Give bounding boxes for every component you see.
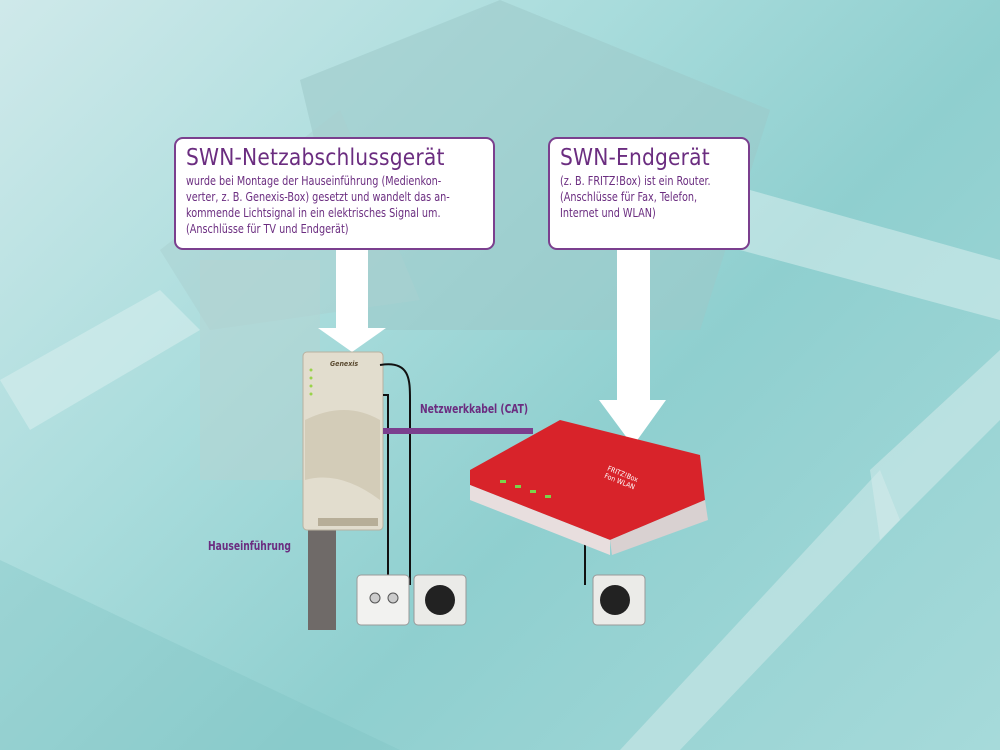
tv-socket <box>356 574 410 626</box>
network-cable-label: Netzwerkkabel (CAT) <box>420 402 529 416</box>
arrow-down-right <box>599 250 666 446</box>
router-desc-line: (Anschlüsse für Fax, Telefon, <box>560 189 698 204</box>
genexis-brand: Genexis <box>330 360 359 368</box>
router-desc-line: Internet und WLAN) <box>560 205 656 220</box>
house-entry-pipe <box>308 530 336 630</box>
ont-title: SWN-Netzabschlussgerät <box>186 145 445 171</box>
ont-desc-line: kommende Lichtsignal in ein elektrisches… <box>186 205 441 220</box>
router-title: SWN-Endgerät <box>560 145 710 171</box>
network-cable <box>383 428 533 434</box>
ont-desc-line: (Anschlüsse für TV und Endgerät) <box>186 221 349 236</box>
ont-desc-line: wurde bei Montage der Hauseinführung (Me… <box>186 173 442 188</box>
ont-info-box: SWN-Netzabschlussgerät wurde bei Montage… <box>174 137 495 250</box>
fritzbox-router <box>470 420 705 540</box>
router-info-box: SWN-Endgerät (z. B. FRITZ!Box) ist ein R… <box>548 137 750 250</box>
router-desc-line: (z. B. FRITZ!Box) ist ein Router. <box>560 173 711 188</box>
ont-desc-line: verter, z. B. Genexis-Box) gesetzt und w… <box>186 189 450 204</box>
house-entry-label: Hauseinführung <box>208 539 291 553</box>
arrow-down-left <box>318 250 386 352</box>
